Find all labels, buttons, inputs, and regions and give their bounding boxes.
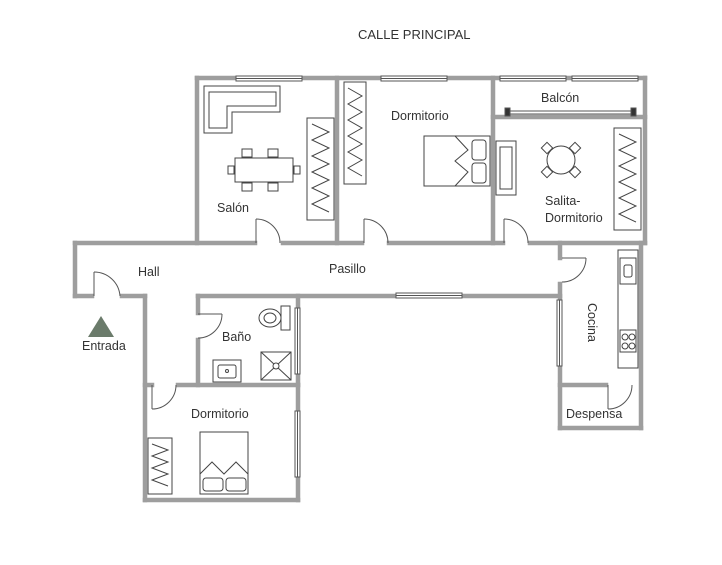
stove-icon xyxy=(617,249,639,369)
room-label-bano: Baño xyxy=(222,330,252,344)
room-label-dormitorio-sur: Dormitorio xyxy=(191,407,249,421)
toilet-icon xyxy=(258,305,291,331)
wardrobe-icon xyxy=(147,81,642,495)
room-label-pasillo: Pasillo xyxy=(329,262,366,276)
room-label-cocina: Cocina xyxy=(585,303,599,342)
room-label-balcon: Balcón xyxy=(541,91,580,105)
shower-icon xyxy=(260,351,292,381)
windows xyxy=(235,75,639,478)
table-icon xyxy=(540,141,582,179)
room-label-despensa: Despensa xyxy=(566,407,623,421)
room-label-salon: Salón xyxy=(217,201,249,215)
entrance-label: Entrada xyxy=(82,339,126,353)
sofa-icon xyxy=(203,85,281,134)
sofa-icon xyxy=(495,140,517,196)
bed-icon xyxy=(423,135,491,187)
entrance-triangle-icon xyxy=(88,316,114,337)
table-icon xyxy=(227,148,301,192)
furniture xyxy=(147,81,642,495)
room-label-salita: Salita- xyxy=(545,194,581,208)
room-label-hall: Hall xyxy=(138,265,160,279)
room-label-dormitorio-norte: Dormitorio xyxy=(391,109,449,123)
sink-icon xyxy=(212,359,242,383)
street-label: CALLE PRINCIPAL xyxy=(358,27,471,42)
room-label-salita-2: Dormitorio xyxy=(545,211,603,225)
door-swing-icon xyxy=(93,218,633,410)
bed-icon xyxy=(199,431,249,495)
